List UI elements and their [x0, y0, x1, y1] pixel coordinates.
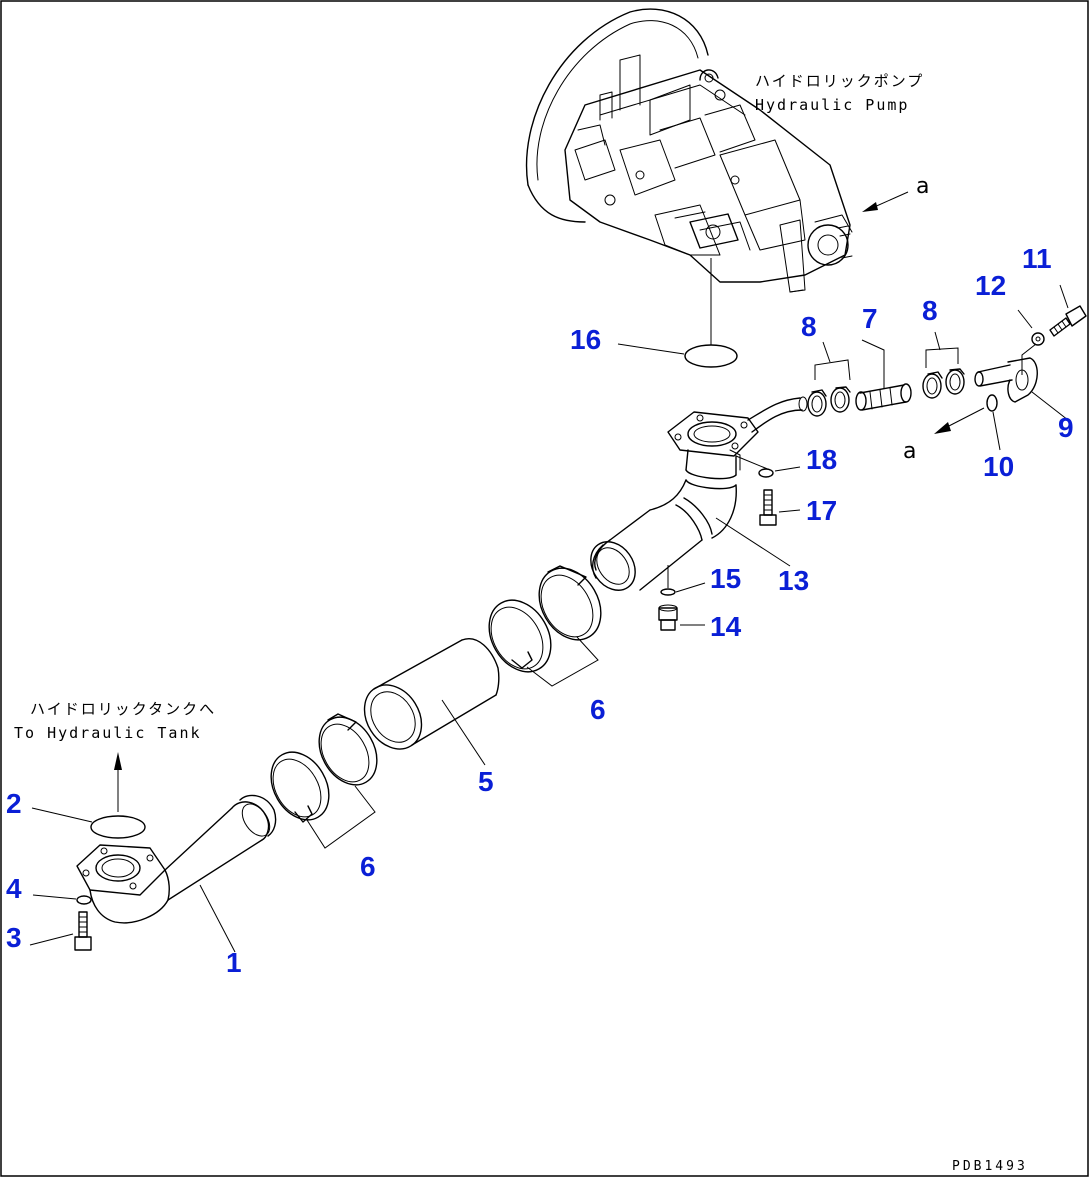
washer-18 — [758, 468, 774, 478]
callout-13: 13 — [778, 565, 809, 596]
callout-12: 12 — [975, 270, 1006, 301]
pump-label-jp: ハイドロリックポンプ — [755, 72, 924, 90]
clamp-6-lower-b — [270, 751, 330, 823]
elbow-pipe-13 — [590, 396, 808, 591]
callout-6-upper: 6 — [590, 694, 606, 725]
elbow-fitting-9 — [974, 357, 1038, 403]
callout-7: 7 — [862, 303, 878, 334]
o-ring-10 — [986, 394, 998, 412]
callout-5: 5 — [478, 766, 494, 797]
callout-10: 10 — [983, 451, 1014, 482]
callout-15: 15 — [710, 563, 741, 594]
view-a-arrow-top — [862, 202, 878, 212]
clamp-6-upper-b — [488, 599, 552, 673]
clamp-6-lower-a — [318, 713, 378, 786]
hose-5 — [363, 638, 500, 750]
washer-12 — [1031, 332, 1045, 346]
drawing-code: PDB1493 — [952, 1159, 1028, 1174]
o-ring-16 — [684, 344, 738, 368]
clamp-8-right — [922, 368, 965, 399]
bolt-11 — [1049, 305, 1087, 337]
callout-17: 17 — [806, 495, 837, 526]
callout-18: 18 — [806, 444, 837, 475]
callout-14: 14 — [710, 611, 742, 642]
pump-label-en: Hydraulic Pump — [755, 96, 909, 114]
callout-4: 4 — [6, 873, 22, 904]
bolt-3 — [74, 911, 92, 951]
callout-2: 2 — [6, 788, 22, 819]
bolt-17 — [759, 489, 777, 526]
washer-4 — [76, 895, 92, 905]
callout-3: 3 — [6, 922, 22, 953]
clamp-8-left — [807, 386, 851, 417]
tank-label-en: To Hydraulic Tank — [14, 724, 202, 742]
hose-7 — [855, 383, 912, 411]
callout-8-left: 8 — [801, 311, 817, 342]
callout-1: 1 — [226, 947, 242, 978]
callout-8-right: 8 — [922, 295, 938, 326]
callout-6-lower: 6 — [360, 851, 376, 882]
view-a-label-top: a — [916, 174, 929, 199]
to-tank-arrow — [114, 752, 122, 770]
view-a-label-side: a — [903, 439, 916, 464]
o-ring-2 — [90, 815, 146, 839]
elbow-pipe-1 — [76, 794, 277, 924]
callout-16: 16 — [570, 324, 601, 355]
seal-15 — [660, 588, 676, 596]
plug-14 — [658, 604, 678, 631]
callout-9: 9 — [1058, 412, 1074, 443]
callout-11: 11 — [1022, 243, 1052, 274]
clamp-6-upper-a — [538, 565, 602, 641]
tank-label-jp: ハイドロリックタンクへ — [30, 700, 216, 718]
hydraulic-pump-drawing — [525, 8, 853, 293]
view-a-arrow-side — [934, 422, 951, 434]
